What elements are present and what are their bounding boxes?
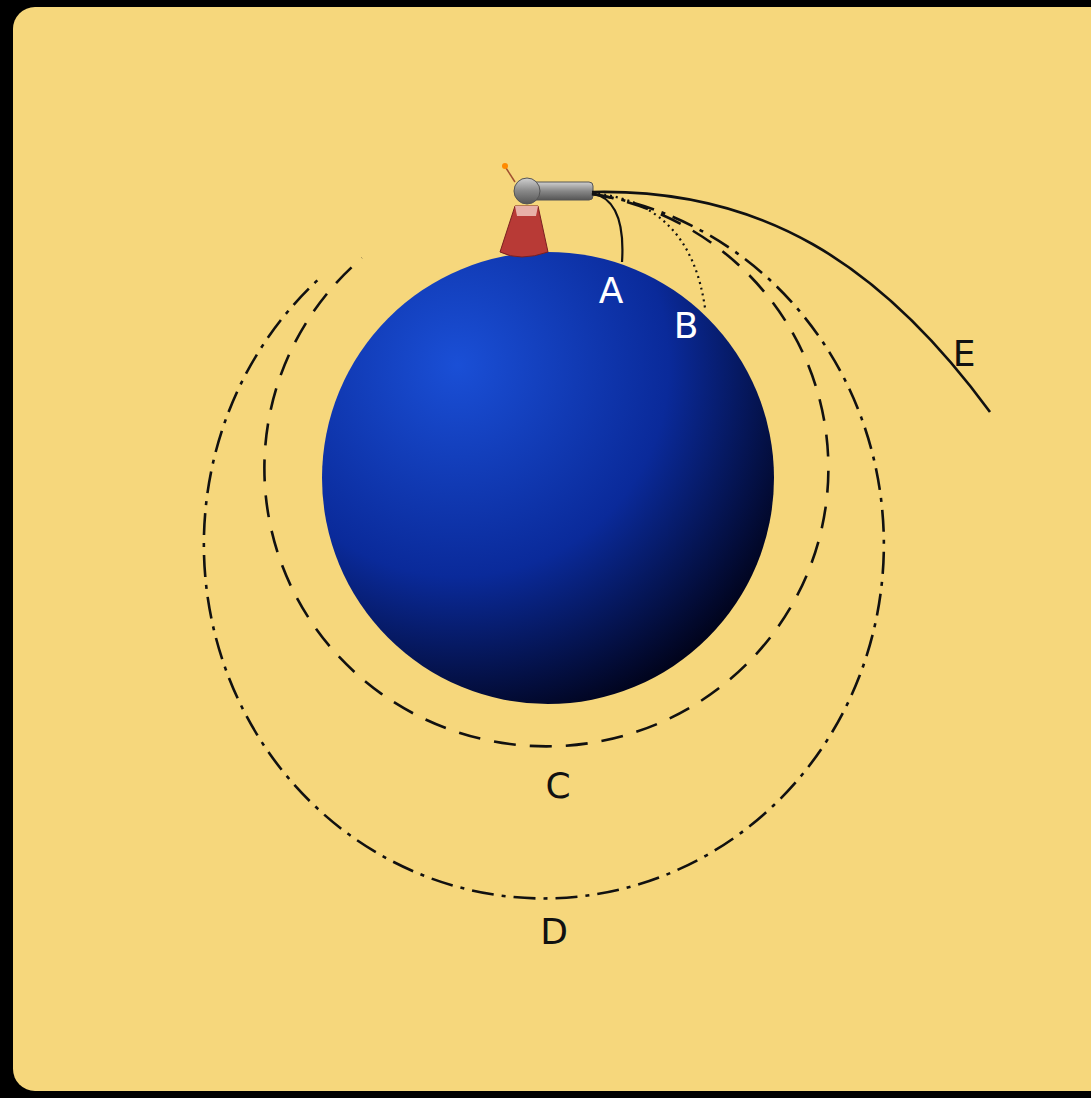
trajectory-a: [592, 193, 622, 262]
mountain: [500, 206, 548, 257]
trajectory-letter: A: [599, 273, 624, 309]
trajectory-letter: B: [674, 308, 699, 344]
trajectory-letter: E: [953, 336, 976, 372]
trajectory-letter: C: [545, 768, 570, 804]
trajectory-b: [592, 193, 705, 308]
trajectory-e: [592, 192, 990, 412]
mountain-peak: [515, 206, 538, 216]
panel: [13, 7, 1091, 1091]
orbit-d: [204, 194, 884, 898]
trajectory-letter: D: [540, 914, 568, 950]
continents: [322, 250, 772, 700]
fuse-spark: [502, 163, 508, 169]
fuse: [506, 168, 515, 182]
orbit-c: [264, 194, 828, 746]
cannon-breech: [514, 178, 540, 204]
